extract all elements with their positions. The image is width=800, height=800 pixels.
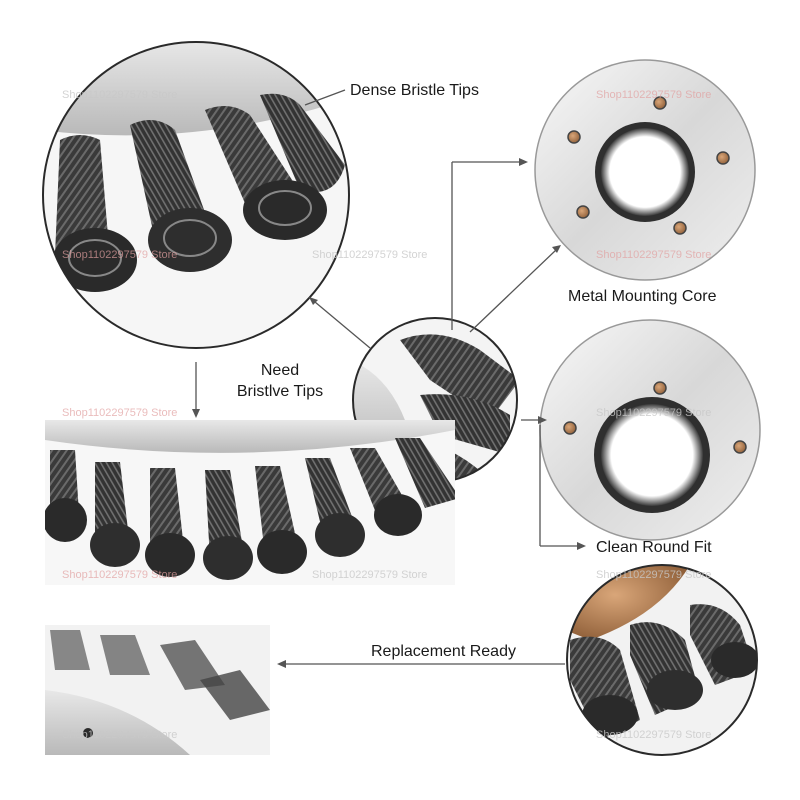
watermark-text: Shop1102297579 Store xyxy=(62,569,177,581)
label-need-bristle-tips: Need Bristlve Tips xyxy=(210,360,350,402)
round-fit-image xyxy=(540,320,760,540)
label-metal-mounting-core: Metal Mounting Core xyxy=(568,288,717,305)
callout-lines xyxy=(192,89,586,668)
mounting-core-image xyxy=(535,60,755,280)
watermark-text: Shop1102297579 Store xyxy=(596,249,711,261)
label-clean-round-fit: Clean Round Fit xyxy=(596,539,712,556)
watermark-text: Shop1102297579 Store xyxy=(62,249,177,261)
brush-row-image xyxy=(45,420,455,585)
replacement-closeup-image xyxy=(567,565,757,755)
watermark-text: Shop1102297579 Store xyxy=(596,729,711,741)
watermark-text: Shop1102297579 Store xyxy=(312,569,427,581)
label-replacement-ready: Replacement Ready xyxy=(371,643,516,660)
bristle-closeup-image xyxy=(43,42,349,348)
label-need-line1: Need xyxy=(260,362,300,379)
watermark-text: Shop1102297579 Store xyxy=(596,569,711,581)
watermark-text: Shop1102297579 Store xyxy=(62,89,177,101)
label-dense-bristle-tips: Dense Bristle Tips xyxy=(350,82,479,99)
watermark-text: Shop1102297579 Store xyxy=(62,407,177,419)
label-need-line2: Bristlve Tips xyxy=(236,383,324,400)
watermark-text: Shop1102297579 Store xyxy=(312,249,427,261)
blurred-brush-image xyxy=(45,625,270,755)
watermark-text: Shop1102297579 Store xyxy=(596,407,711,419)
watermarks: Shop1102297579 Store Shop1102297579 Stor… xyxy=(62,89,711,741)
watermark-text: Shop1102297579 Store xyxy=(596,89,711,101)
watermark-text: Shop1102297579 Store xyxy=(62,729,177,741)
